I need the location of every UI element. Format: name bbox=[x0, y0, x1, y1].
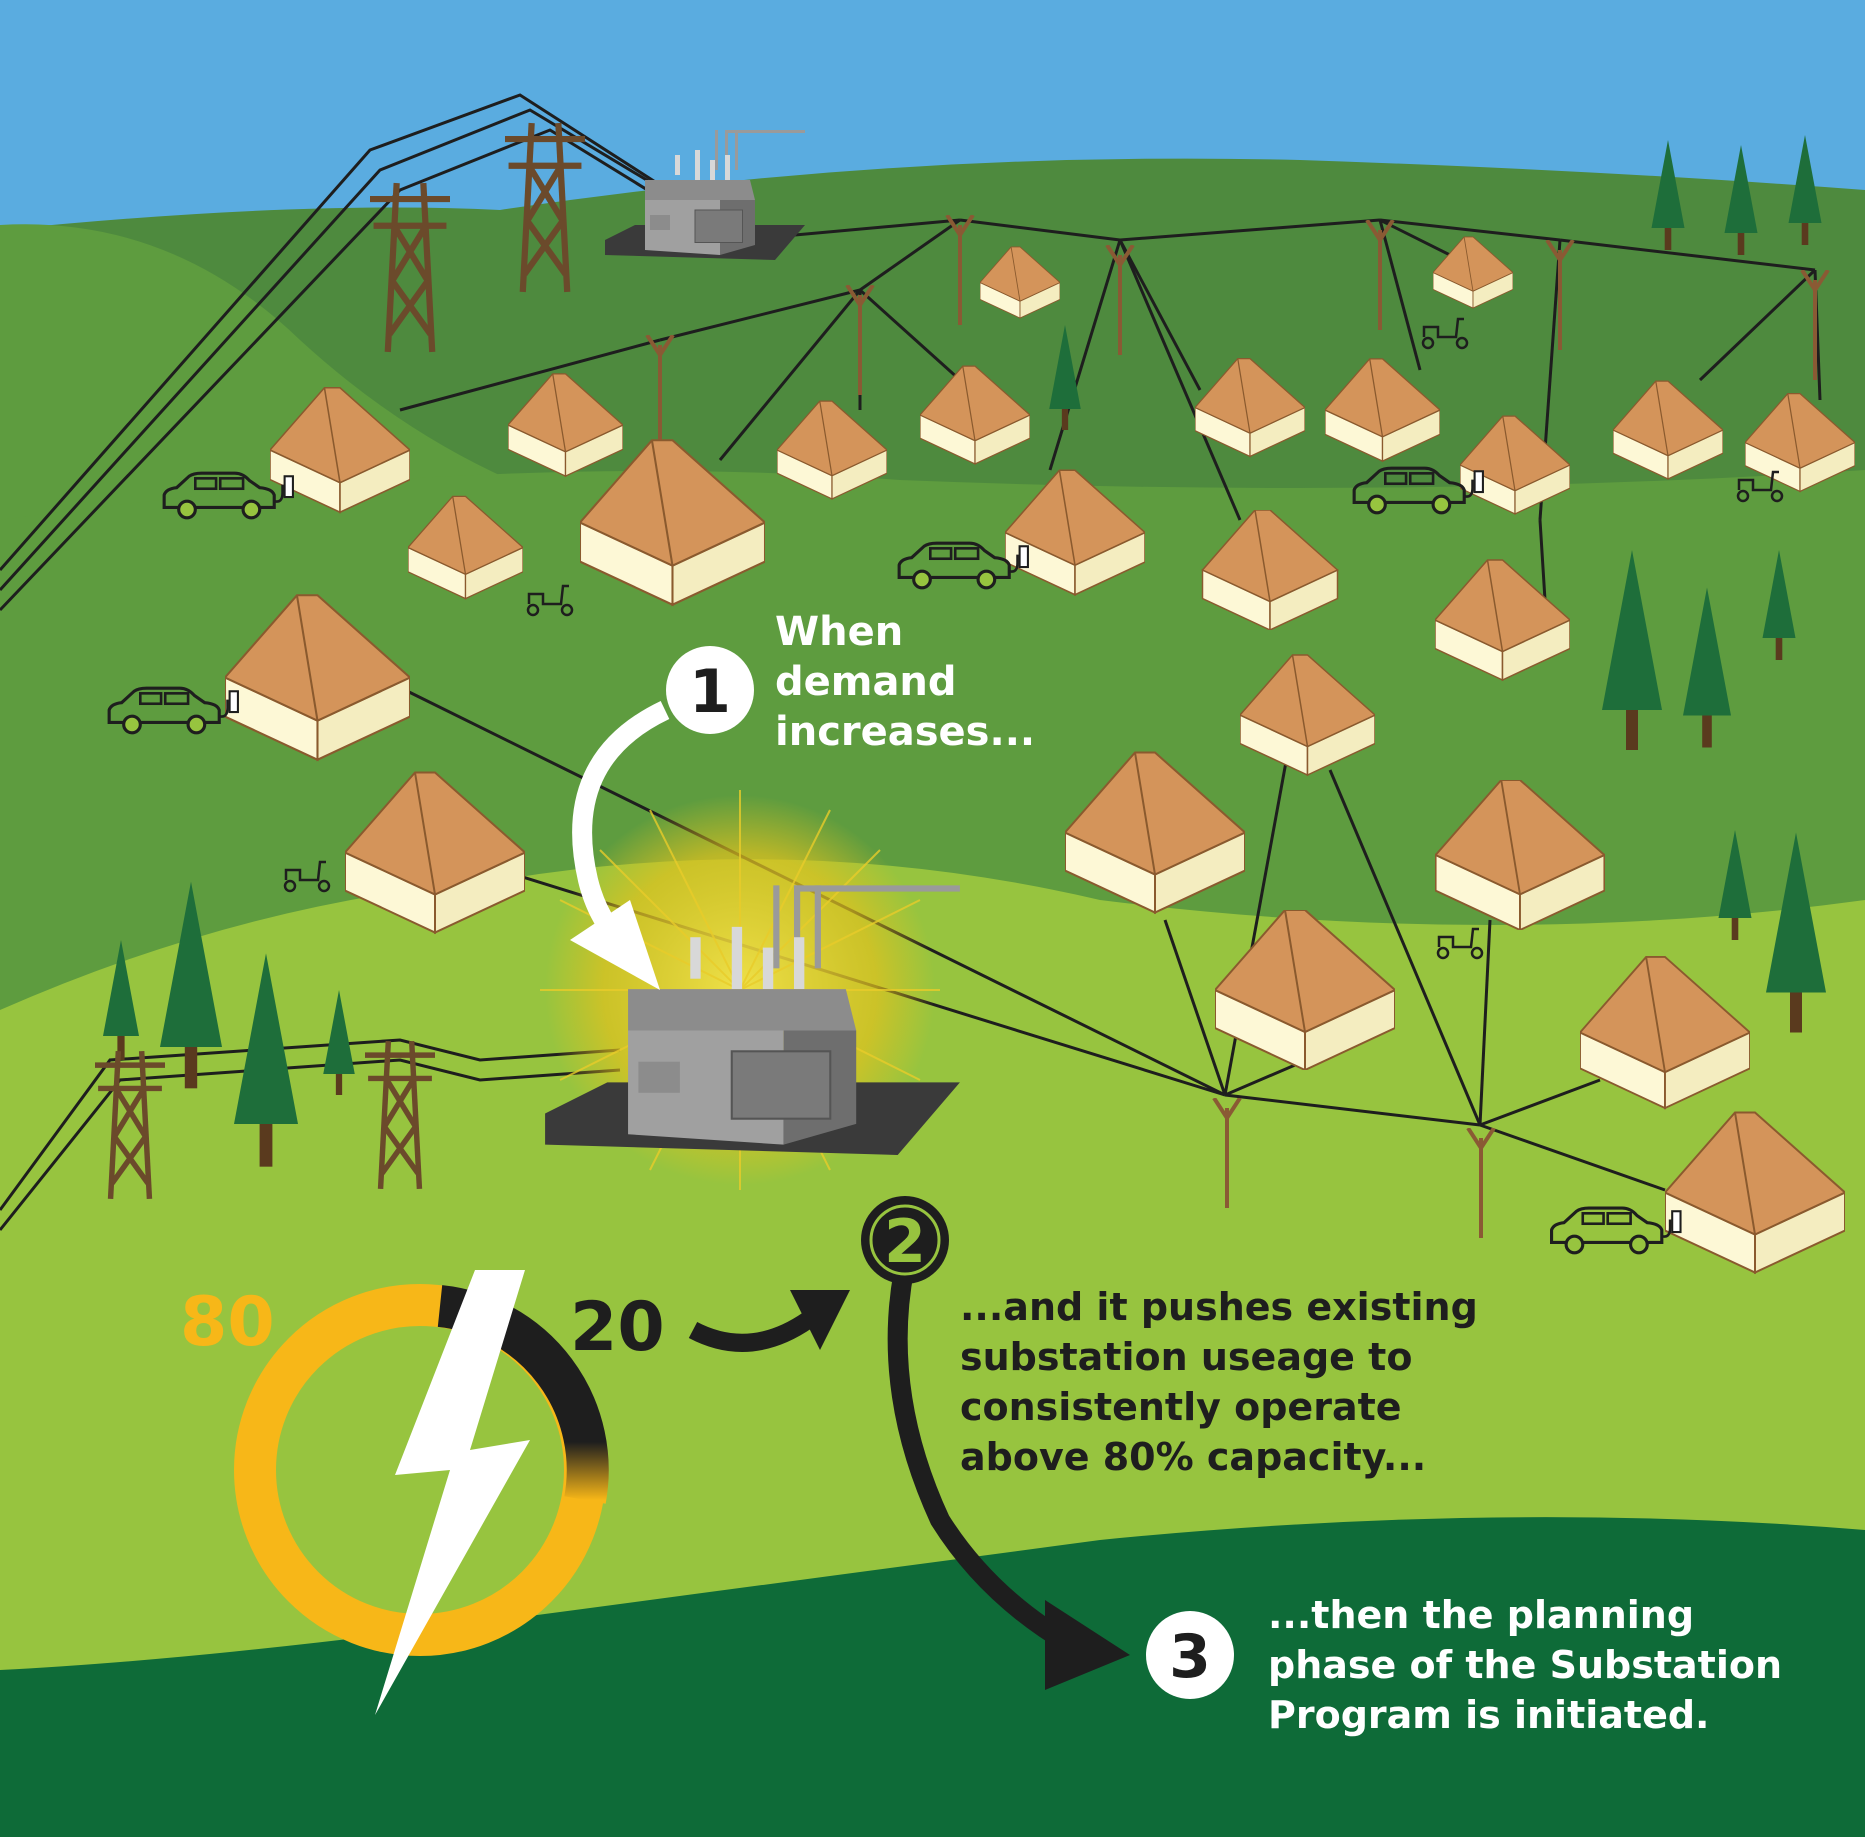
step-2-badge-inner bbox=[869, 1204, 941, 1276]
step-2-line-2: substation useage to bbox=[960, 1335, 1412, 1379]
gauge-arrowhead bbox=[790, 1290, 850, 1350]
step-3-line-1: ...then the planning bbox=[1268, 1593, 1694, 1637]
step-1-line-2: demand bbox=[775, 659, 957, 705]
step-2-line-1: ...and it pushes existing bbox=[960, 1285, 1478, 1329]
step-2-text: ...and it pushes existing substation use… bbox=[960, 1285, 1491, 1479]
step-2-badge bbox=[861, 1196, 949, 1284]
step-2: 2 ...and it pushes existing substation u… bbox=[861, 1196, 1491, 1690]
capacity-gauge: 80 20 bbox=[180, 1270, 850, 1715]
step-1-line-3: increases... bbox=[775, 709, 1035, 755]
foreground bbox=[0, 1517, 1865, 1837]
step-2-number: 2 bbox=[884, 1207, 926, 1277]
power-lines bbox=[0, 93, 1822, 1231]
step-2-arrowhead bbox=[1045, 1600, 1130, 1690]
step-3-line-3: Program is initiated. bbox=[1268, 1693, 1710, 1737]
step-3: 3 ...then the planning phase of the Subs… bbox=[1146, 1593, 1795, 1737]
gauge-used-label: 80 bbox=[180, 1283, 275, 1362]
main-substation bbox=[540, 790, 960, 1190]
lightning-bolt-icon bbox=[375, 1270, 530, 1715]
step-3-badge bbox=[1146, 1611, 1234, 1699]
step-1: 1 When demand increases... bbox=[570, 609, 1035, 990]
step-2-line-4: above 80% capacity... bbox=[960, 1435, 1426, 1479]
step-2-arrow bbox=[887, 1263, 1085, 1659]
step-1-number: 1 bbox=[689, 657, 731, 727]
step-1-line-1: When bbox=[775, 609, 903, 655]
step-2-line-3: consistently operate bbox=[960, 1385, 1402, 1429]
step-1-arrowhead bbox=[570, 900, 660, 990]
step-3-text: ...then the planning phase of the Substa… bbox=[1268, 1593, 1795, 1737]
step-1-text: When demand increases... bbox=[775, 609, 1035, 755]
gauge-remaining-label: 20 bbox=[570, 1288, 665, 1367]
step-3-number: 3 bbox=[1169, 1622, 1211, 1692]
gauge-arrow bbox=[688, 1312, 814, 1352]
step-3-line-2: phase of the Substation bbox=[1268, 1643, 1782, 1687]
step-1-badge bbox=[666, 646, 754, 734]
